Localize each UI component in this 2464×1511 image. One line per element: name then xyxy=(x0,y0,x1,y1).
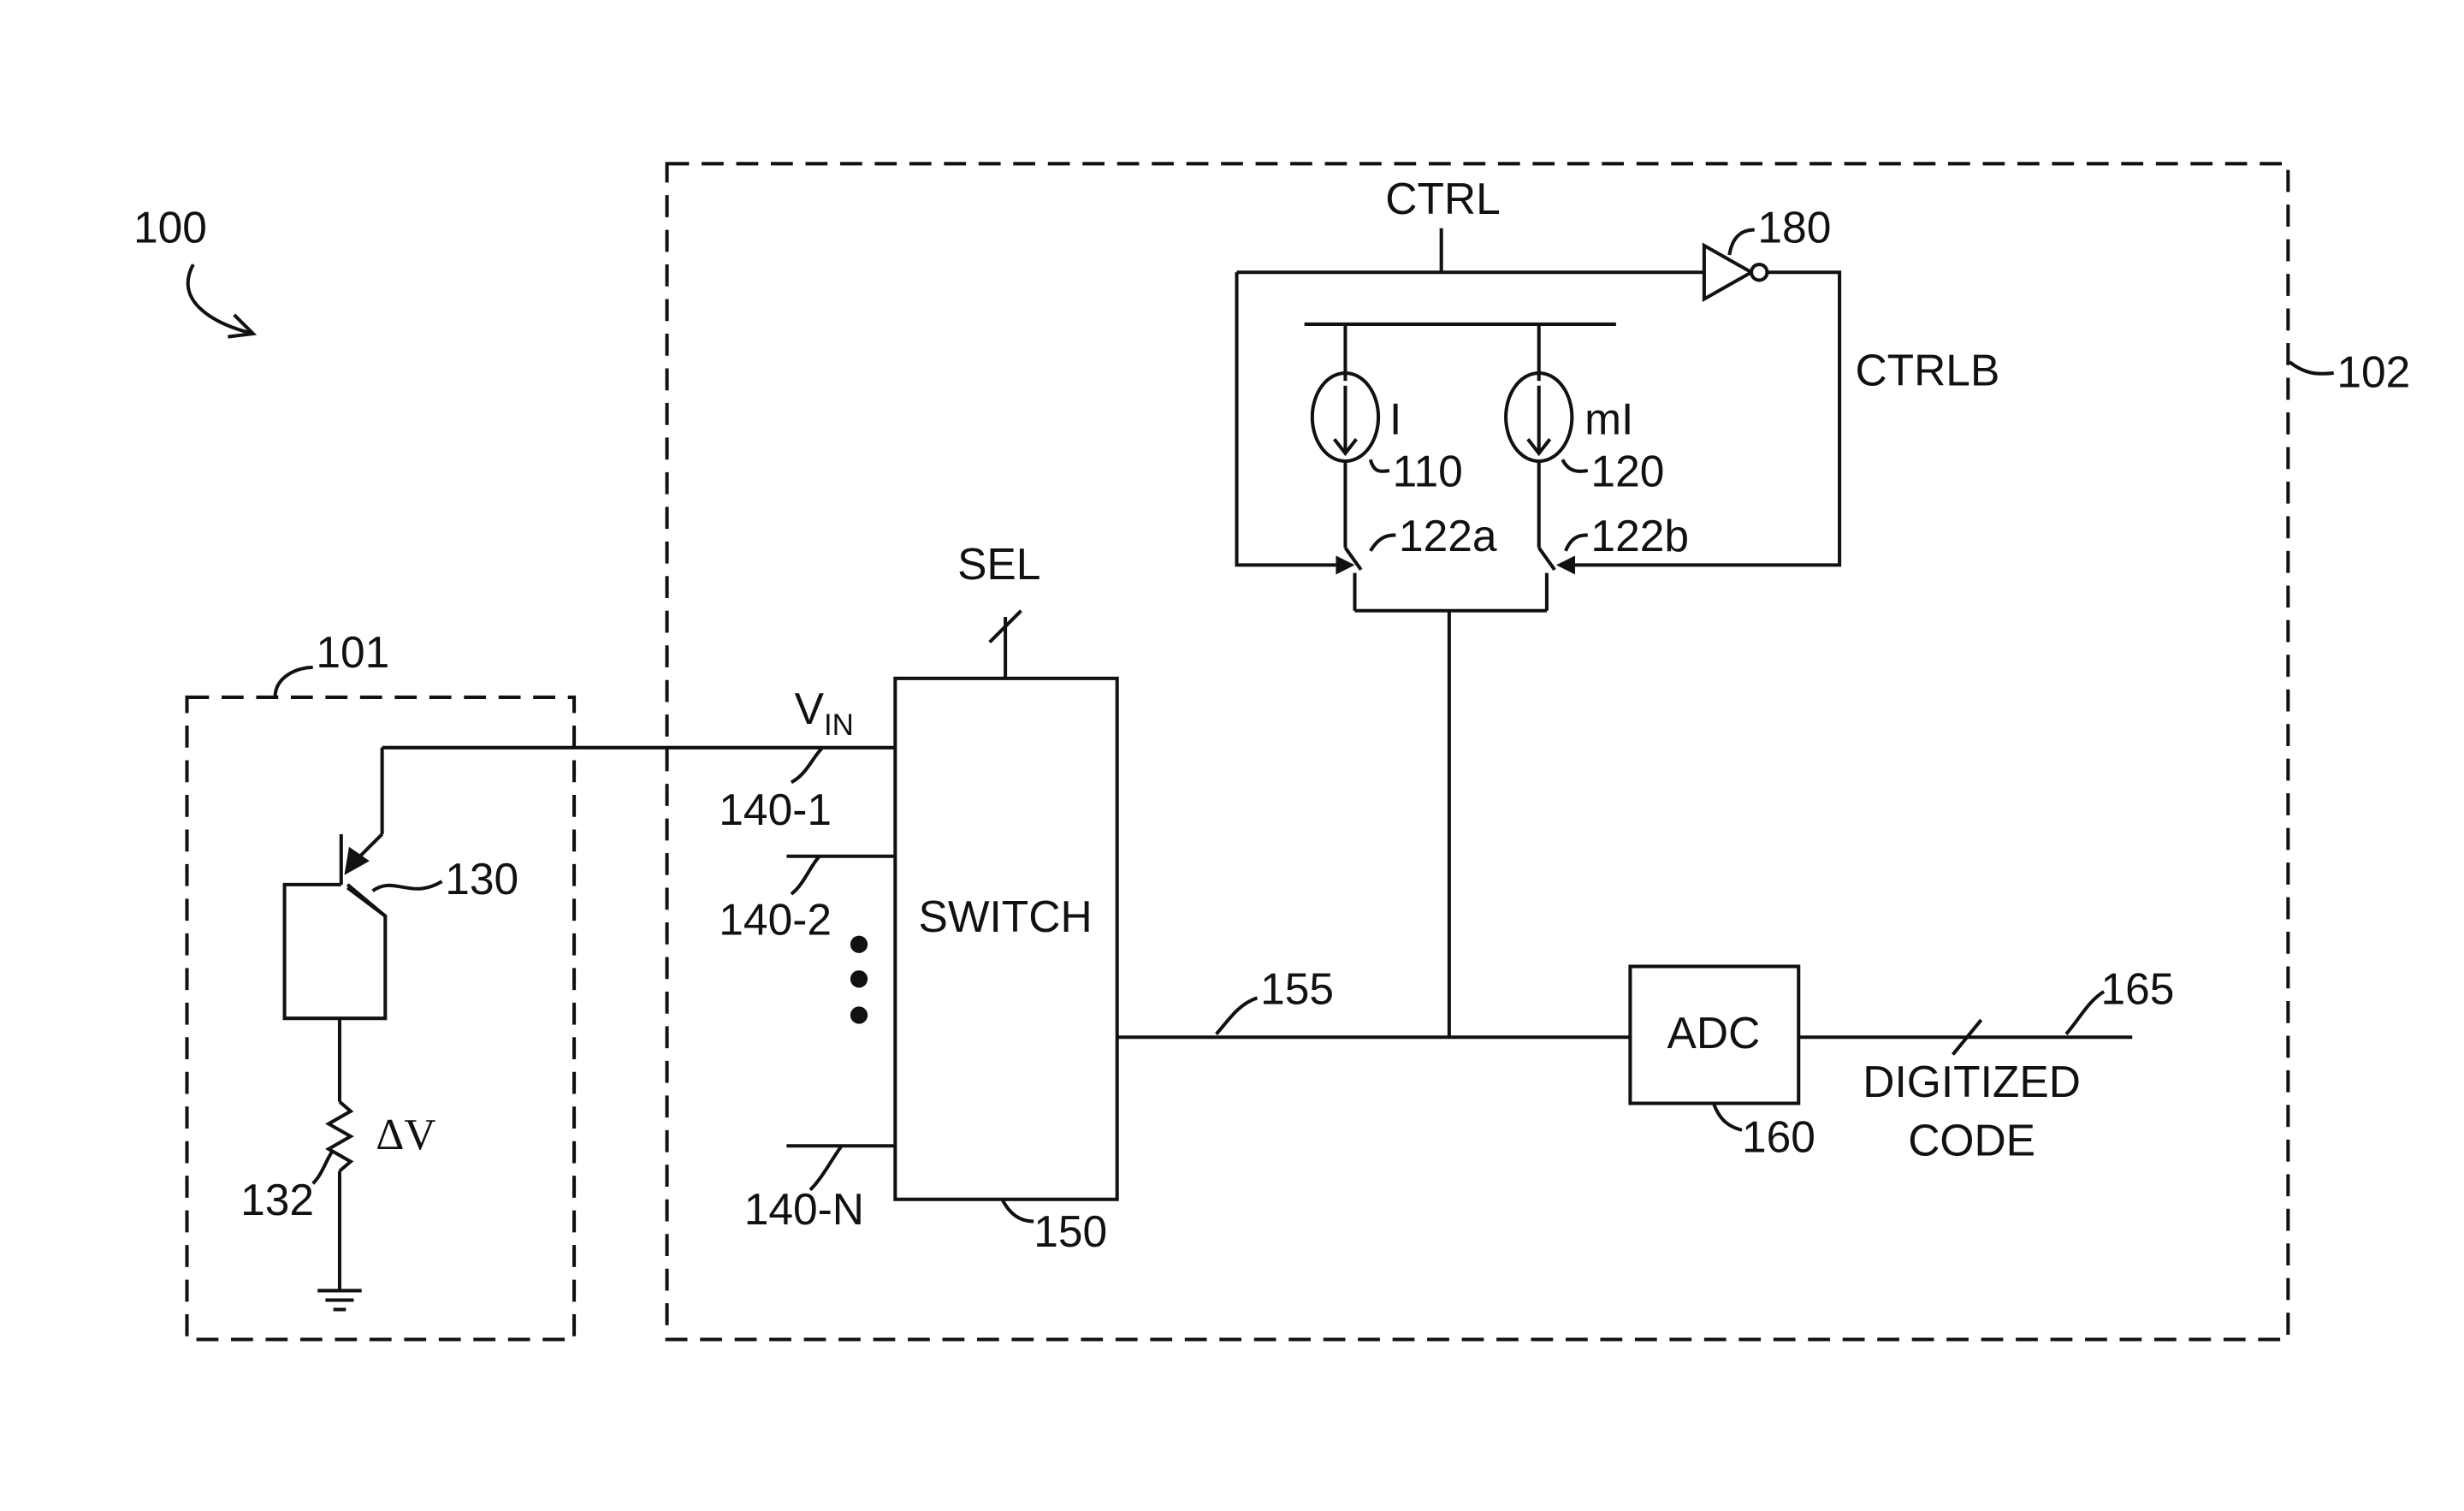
label-132: 132 xyxy=(240,1175,314,1224)
label-100: 100 xyxy=(133,202,207,252)
label-130: 130 xyxy=(445,854,518,904)
label-150: 150 xyxy=(1034,1206,1107,1256)
leader-101 xyxy=(275,667,313,697)
ground-icon xyxy=(317,1290,362,1309)
leader-122b xyxy=(1566,535,1588,550)
leader-102 xyxy=(2289,362,2334,374)
vin-main: V xyxy=(795,684,825,733)
adc-label: ADC xyxy=(1667,1008,1761,1058)
leader-160 xyxy=(1714,1104,1742,1130)
ctrlb-arrowhead xyxy=(1556,555,1575,574)
label-vin: VIN xyxy=(795,684,854,742)
leader-132 xyxy=(313,1153,332,1184)
dot-2 xyxy=(850,970,868,987)
label-155: 155 xyxy=(1260,964,1334,1014)
leader-130 xyxy=(373,881,442,891)
leader-180 xyxy=(1729,230,1754,255)
dot-1 xyxy=(850,936,868,953)
label-122b: 122b xyxy=(1590,511,1689,560)
label-120: 120 xyxy=(1590,446,1664,495)
label-140-1: 140-1 xyxy=(719,785,832,834)
label-ctrlb: CTRLB xyxy=(1855,346,1999,395)
leader-165 xyxy=(2066,992,2104,1034)
inverter-bubble xyxy=(1751,264,1767,280)
current-arrow-110 xyxy=(1335,386,1357,453)
label-165: 165 xyxy=(2100,964,2174,1014)
leader-120 xyxy=(1562,459,1587,471)
label-140-n: 140-N xyxy=(744,1184,864,1234)
leader-140-n xyxy=(810,1146,842,1190)
switch-122b-blade xyxy=(1539,548,1555,570)
label-180: 180 xyxy=(1757,202,1831,252)
leader-140-1 xyxy=(791,748,823,782)
label-delta-v: ΔV xyxy=(376,1111,435,1159)
collector-lead xyxy=(347,885,385,916)
label-ctrl: CTRL xyxy=(1385,174,1500,223)
leader-150 xyxy=(1002,1200,1034,1222)
label-code: CODE xyxy=(1908,1115,2035,1164)
leader-140-2 xyxy=(791,856,820,894)
label-102: 102 xyxy=(2337,347,2410,397)
label-140-2: 140-2 xyxy=(719,895,832,945)
label-source-mi: mI xyxy=(1584,394,1633,444)
ctrl-line-left xyxy=(1237,272,1336,565)
leader-155 xyxy=(1217,998,1258,1034)
label-source-i: I xyxy=(1389,394,1401,444)
label-sel: SEL xyxy=(957,539,1040,589)
resistor-132 xyxy=(329,1102,351,1171)
label-122a: 122a xyxy=(1399,511,1497,560)
switch-label: SWITCH xyxy=(919,892,1093,941)
label-digitized: DIGITIZED xyxy=(1863,1057,2081,1106)
leader-110 xyxy=(1371,459,1389,471)
vin-subscript: IN xyxy=(824,708,854,742)
current-arrow-120 xyxy=(1528,386,1550,453)
label-101: 101 xyxy=(316,627,389,677)
label-110: 110 xyxy=(1393,446,1463,495)
dot-3 xyxy=(850,1006,868,1023)
label-160: 160 xyxy=(1742,1112,1815,1162)
inverter-180 xyxy=(1704,246,1751,299)
leader-122a xyxy=(1371,535,1395,550)
